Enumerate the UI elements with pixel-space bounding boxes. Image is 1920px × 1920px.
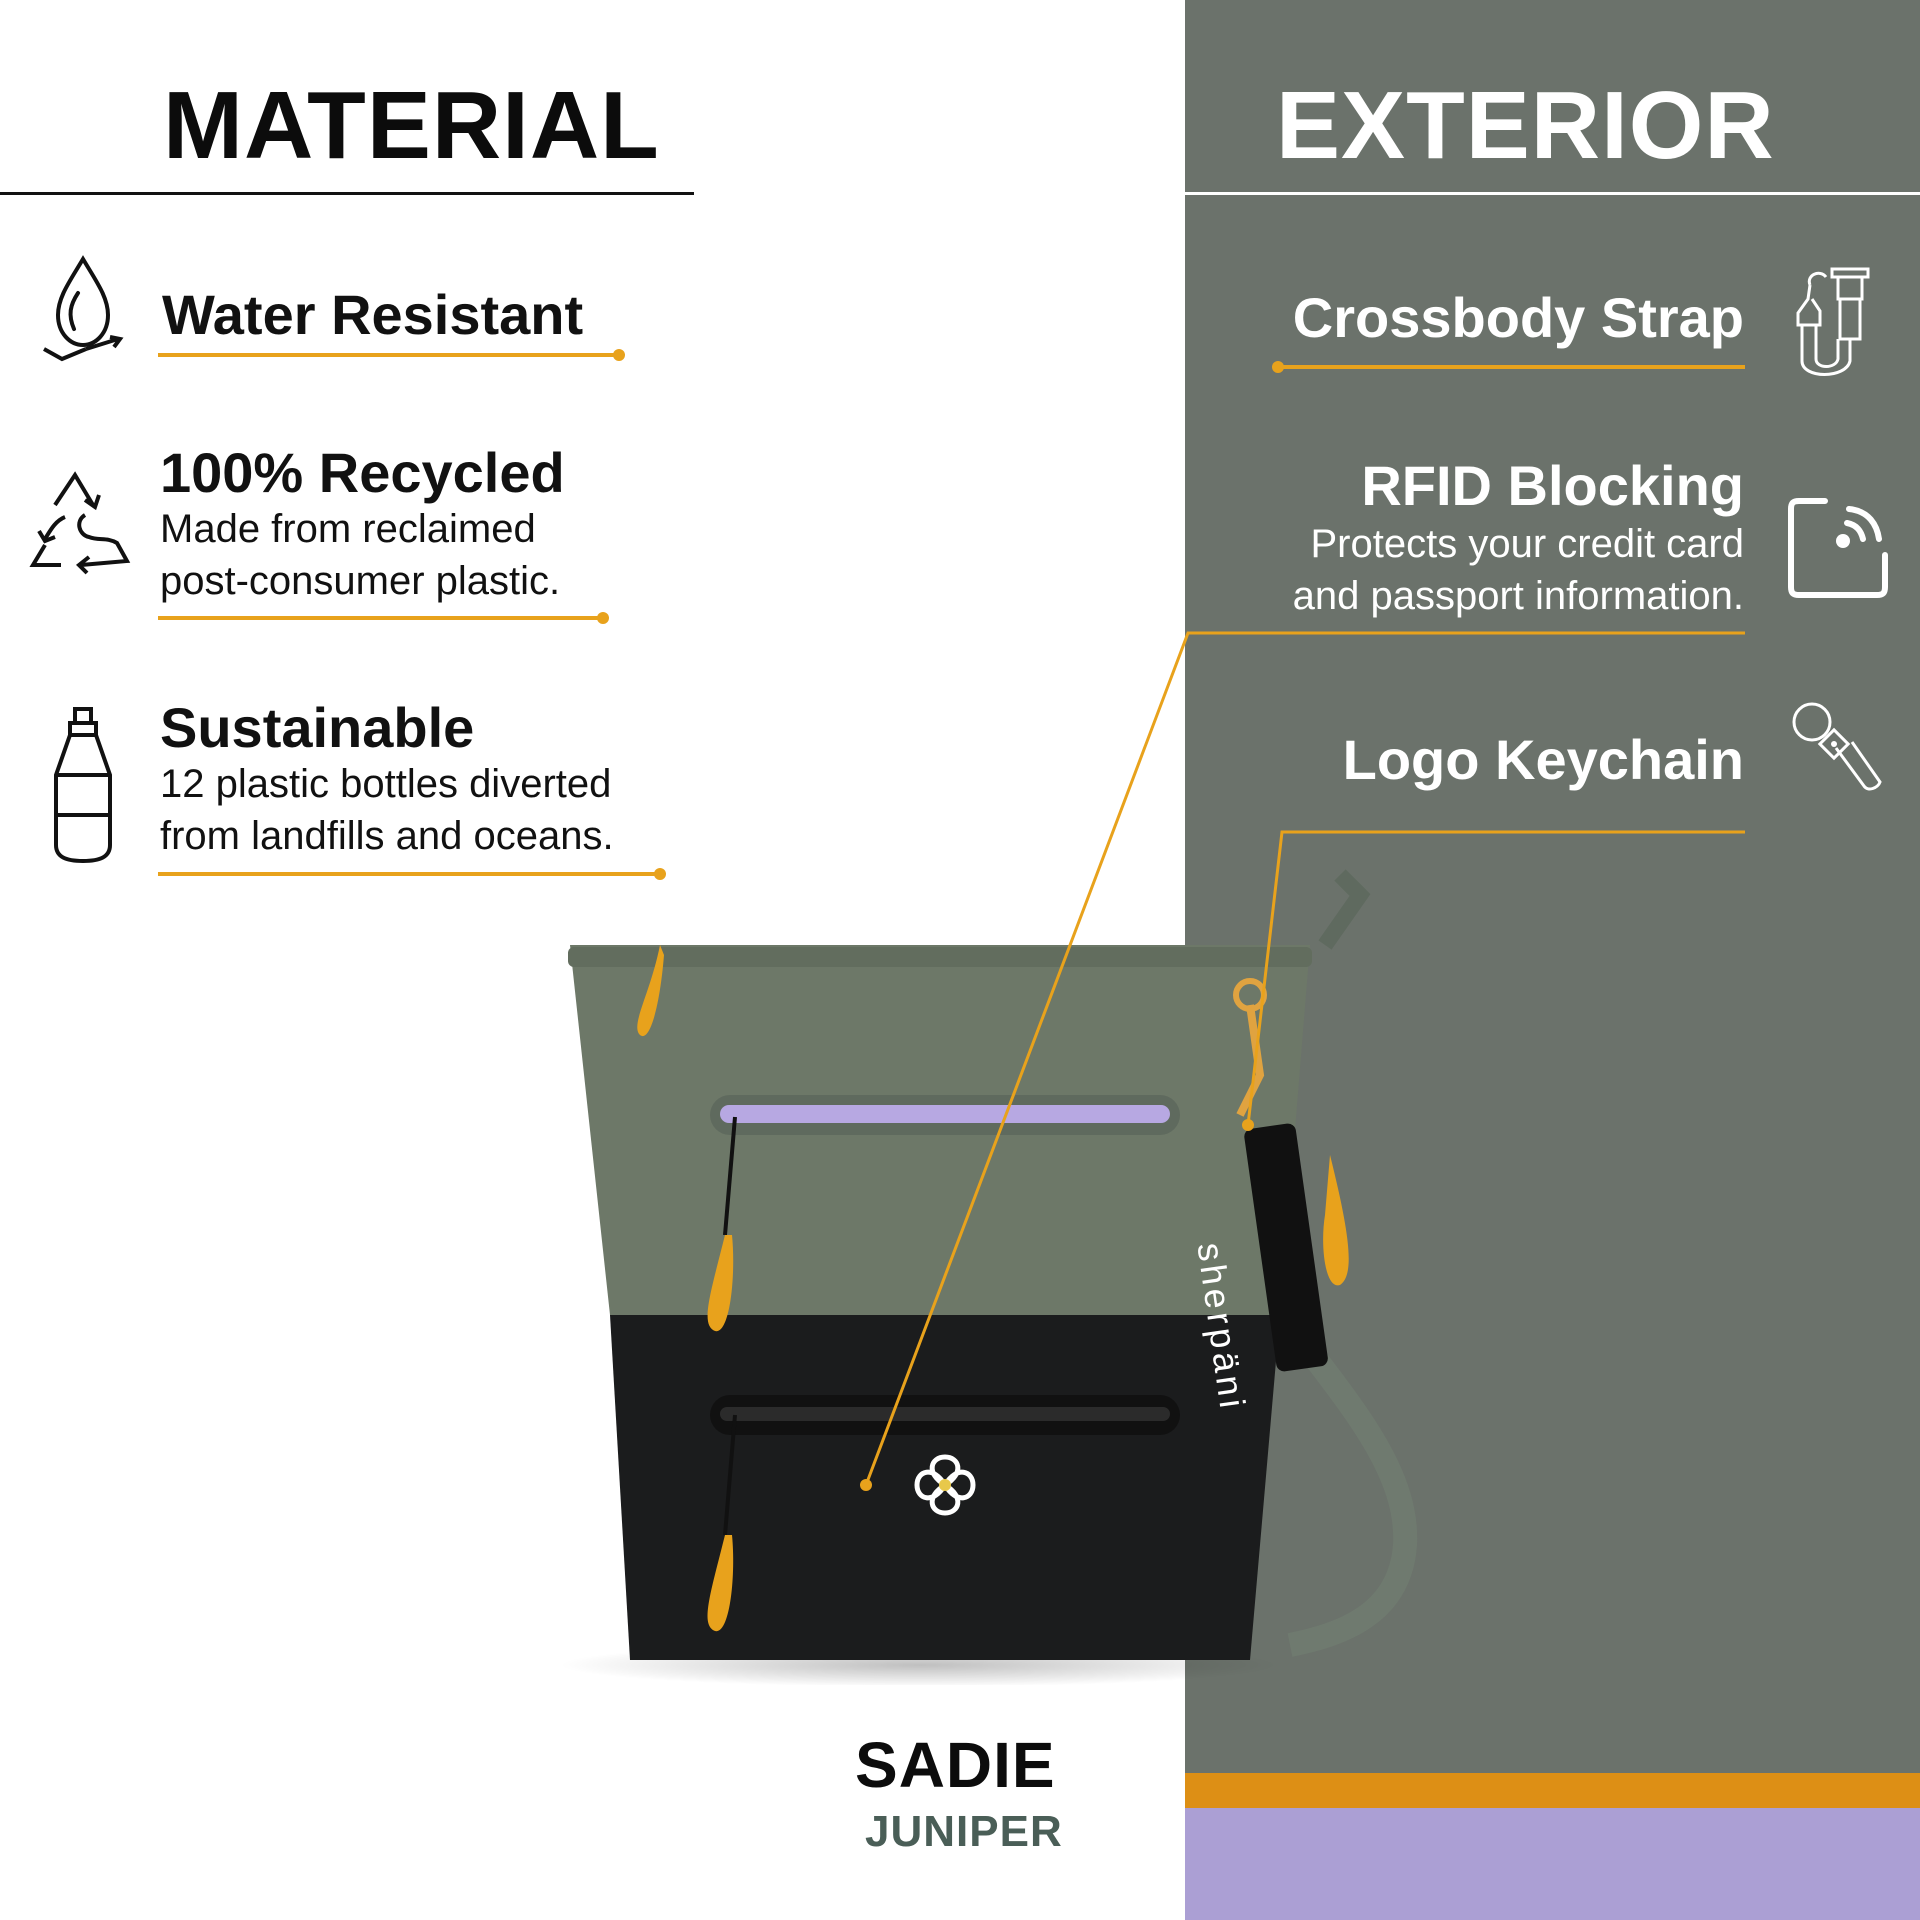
product-name: SADIE	[855, 1729, 1056, 1801]
water-resistant-dot	[613, 349, 625, 361]
keychain-icon	[1792, 702, 1882, 791]
orange-color-band	[1185, 1773, 1920, 1808]
feature-title-recycled: 100% Recycled	[160, 441, 565, 504]
lavender-color-band	[1185, 1808, 1920, 1920]
exterior-title: EXTERIOR	[1276, 72, 1775, 179]
recycled-dot	[597, 612, 609, 624]
recycled-desc-line-1: Made from reclaimed	[160, 507, 536, 551]
water-resistant-underline	[158, 353, 620, 357]
bottle-icon	[54, 707, 112, 864]
crossbody-dot	[1272, 361, 1284, 373]
product-color-name: JUNIPER	[865, 1807, 1063, 1856]
product-bag-image	[560, 869, 1418, 1685]
crossbody-underline	[1278, 365, 1745, 369]
feature-title-water-resistant: Water Resistant	[162, 283, 584, 346]
strap-icon	[1796, 267, 1870, 376]
rfid-desc-line-1: Protects your credit card	[1310, 522, 1745, 566]
recycled-underline	[158, 616, 604, 620]
feature-title-logo-keychain: Logo Keychain	[1342, 728, 1744, 791]
sustainable-desc-line-1: 12 plastic bottles diverted	[160, 762, 612, 806]
feature-title-crossbody-strap: Crossbody Strap	[1292, 286, 1744, 349]
material-title: MATERIAL	[163, 72, 660, 179]
feature-title-sustainable: Sustainable	[160, 696, 475, 759]
exterior-divider	[1185, 192, 1920, 195]
water-drop-icon	[43, 255, 124, 362]
sustainable-underline	[158, 872, 658, 876]
sustainable-dot	[654, 868, 666, 880]
rfid-card-icon	[1788, 498, 1888, 598]
sustainable-desc-line-2: from landfills and oceans.	[160, 814, 614, 858]
recycle-icon	[29, 471, 131, 575]
feature-title-rfid: RFID Blocking	[1361, 454, 1744, 517]
rfid-desc-line-2: and passport information.	[1292, 574, 1744, 618]
material-divider	[0, 192, 694, 195]
recycled-desc-line-2: post-consumer plastic.	[160, 559, 561, 603]
